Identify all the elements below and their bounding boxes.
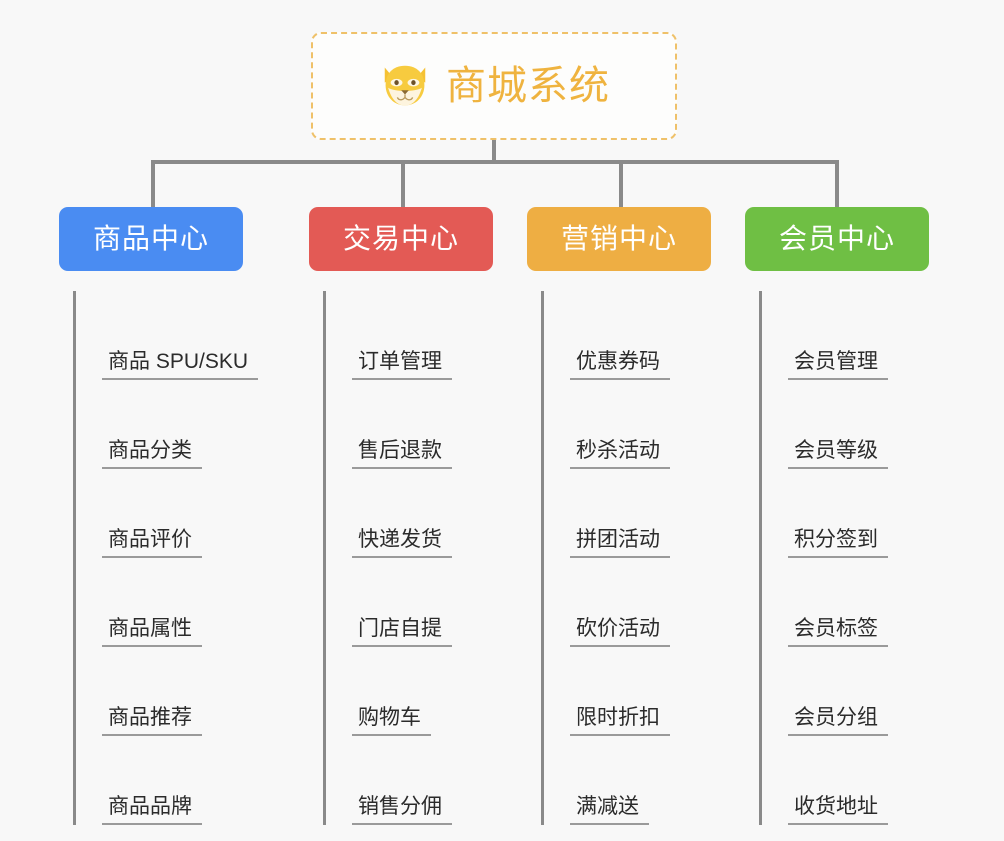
connector-bar bbox=[151, 160, 839, 164]
connector-drop-4 bbox=[835, 160, 839, 208]
branch-header-marketing-center[interactable]: 营销中心 bbox=[527, 207, 711, 271]
leaf-label: 会员管理 bbox=[788, 350, 888, 380]
branch-trade-center: 交易中心 订单管理 售后退款 快递发货 门店自提 购物车 销售分佣 bbox=[309, 207, 493, 841]
leaf-list-marketing-center: 优惠券码 秒杀活动 拼团活动 砍价活动 限时折扣 满减送 bbox=[541, 291, 711, 825]
leaf-list-trade-center: 订单管理 售后退款 快递发货 门店自提 购物车 销售分佣 bbox=[323, 291, 493, 825]
leaf-label: 商品属性 bbox=[102, 617, 202, 647]
leaf-label: 会员分组 bbox=[788, 706, 888, 736]
list-item[interactable]: 会员等级 bbox=[762, 380, 929, 469]
list-item[interactable]: 销售分佣 bbox=[326, 736, 493, 825]
leaf-label: 快递发货 bbox=[352, 528, 452, 558]
list-item[interactable]: 秒杀活动 bbox=[544, 380, 711, 469]
list-item[interactable]: 砍价活动 bbox=[544, 558, 711, 647]
leaf-label: 商品分类 bbox=[102, 439, 202, 469]
list-item[interactable]: 收货地址 bbox=[762, 736, 929, 825]
leaf-label: 拼团活动 bbox=[570, 528, 670, 558]
leaf-label: 会员标签 bbox=[788, 617, 888, 647]
branch-member-center: 会员中心 会员管理 会员等级 积分签到 会员标签 会员分组 收货地址 bbox=[745, 207, 929, 841]
list-item[interactable]: 售后退款 bbox=[326, 380, 493, 469]
leaf-label: 订单管理 bbox=[352, 350, 452, 380]
list-item[interactable]: 商品推荐 bbox=[76, 647, 243, 736]
shiba-dog-face-icon bbox=[384, 65, 426, 106]
root-title: 商城系统 bbox=[446, 64, 610, 108]
leaf-label: 商品品牌 bbox=[102, 795, 202, 825]
leaf-label: 积分签到 bbox=[788, 528, 888, 558]
list-item[interactable]: 购物车 bbox=[326, 647, 493, 736]
leaf-label: 满减送 bbox=[570, 795, 649, 825]
leaf-label: 商品推荐 bbox=[102, 706, 202, 736]
branch-header-trade-center[interactable]: 交易中心 bbox=[309, 207, 493, 271]
list-item[interactable]: 商品评价 bbox=[76, 469, 243, 558]
connector-drop-3 bbox=[619, 160, 623, 208]
list-item[interactable]: 积分签到 bbox=[762, 469, 929, 558]
list-item[interactable]: 快递发货 bbox=[326, 469, 493, 558]
connector-drop-1 bbox=[151, 160, 155, 208]
list-item[interactable]: 会员管理 bbox=[762, 291, 929, 380]
list-item[interactable]: 满减送 bbox=[544, 736, 711, 825]
list-item[interactable]: 限时折扣 bbox=[544, 647, 711, 736]
list-item[interactable]: 商品 SPU/SKU bbox=[76, 291, 259, 380]
list-item[interactable]: 商品分类 bbox=[76, 380, 243, 469]
list-item[interactable]: 商品属性 bbox=[76, 558, 243, 647]
list-item[interactable]: 优惠券码 bbox=[544, 291, 711, 380]
leaf-label: 会员等级 bbox=[788, 439, 888, 469]
root-node[interactable]: 商城系统 bbox=[311, 32, 677, 140]
connector-drop-2 bbox=[401, 160, 405, 208]
leaf-label: 售后退款 bbox=[352, 439, 452, 469]
leaf-label: 购物车 bbox=[352, 706, 431, 736]
list-item[interactable]: 会员分组 bbox=[762, 647, 929, 736]
branch-marketing-center: 营销中心 优惠券码 秒杀活动 拼团活动 砍价活动 限时折扣 满减送 bbox=[527, 207, 711, 841]
leaf-label: 限时折扣 bbox=[570, 706, 670, 736]
leaf-label: 收货地址 bbox=[788, 795, 888, 825]
leaf-label: 优惠券码 bbox=[570, 350, 670, 380]
branch-header-member-center[interactable]: 会员中心 bbox=[745, 207, 929, 271]
list-item[interactable]: 订单管理 bbox=[326, 291, 493, 380]
leaf-label: 商品评价 bbox=[102, 528, 202, 558]
leaf-list-product-center: 商品 SPU/SKU 商品分类 商品评价 商品属性 商品推荐 商品品牌 bbox=[73, 291, 259, 825]
leaf-list-member-center: 会员管理 会员等级 积分签到 会员标签 会员分组 收货地址 bbox=[759, 291, 929, 825]
branch-product-center: 商品中心 商品 SPU/SKU 商品分类 商品评价 商品属性 商品推荐 商品品牌 bbox=[59, 207, 259, 841]
list-item[interactable]: 商品品牌 bbox=[76, 736, 243, 825]
leaf-label: 销售分佣 bbox=[352, 795, 452, 825]
list-item[interactable]: 拼团活动 bbox=[544, 469, 711, 558]
list-item[interactable]: 会员标签 bbox=[762, 558, 929, 647]
leaf-label: 门店自提 bbox=[352, 617, 452, 647]
connector-stem bbox=[492, 140, 496, 162]
branch-header-product-center[interactable]: 商品中心 bbox=[59, 207, 243, 271]
leaf-label: 商品 SPU/SKU bbox=[102, 350, 259, 380]
leaf-label: 秒杀活动 bbox=[570, 439, 670, 469]
list-item[interactable]: 门店自提 bbox=[326, 558, 493, 647]
leaf-label: 砍价活动 bbox=[570, 617, 670, 647]
